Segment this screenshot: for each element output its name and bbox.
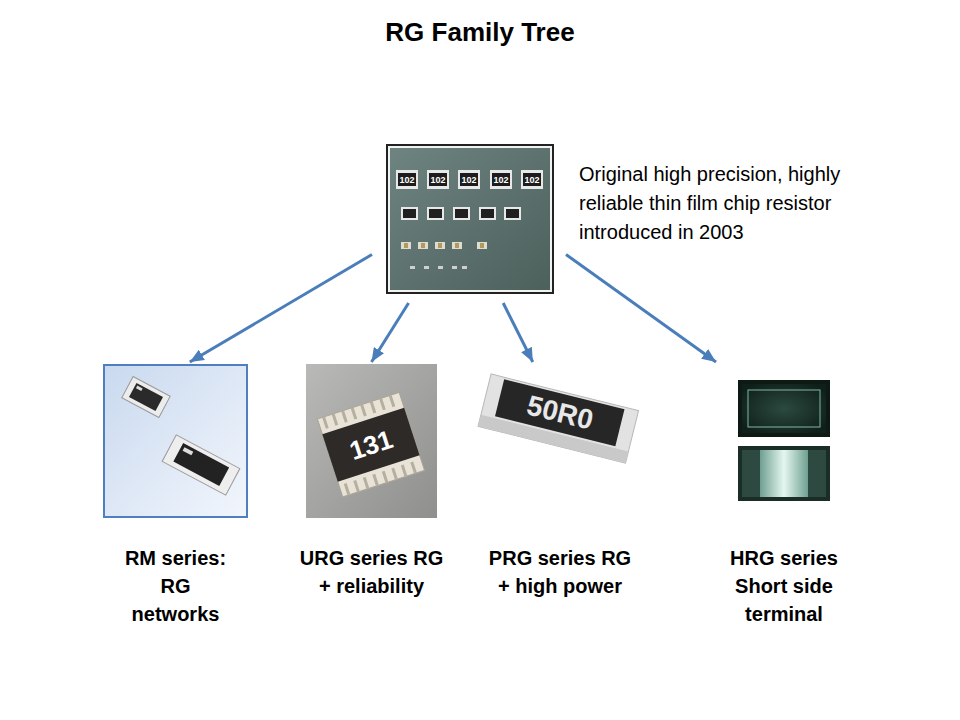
series-box: RM series: RG networks <box>104 365 247 517</box>
chip-marking: 50R0 <box>524 391 596 434</box>
description-text: Original high precision, highly reliable… <box>579 160 879 247</box>
chip-marking: 131 <box>346 426 395 464</box>
diagram-title: RG Family Tree <box>0 15 960 49</box>
chip-marking: 102 <box>399 175 414 184</box>
parent-resistor: Original high precision, highly reliable… <box>387 145 553 293</box>
series-box: HRG series Short side terminal <box>738 380 830 501</box>
connector-arrow <box>190 255 372 362</box>
series-label: HRG series Short side terminal <box>726 544 842 628</box>
rg-chip-photo <box>387 145 553 293</box>
series-label: PRG series RG + high power <box>485 544 635 600</box>
rm-network-photo <box>104 365 247 517</box>
series-label: RM series: RG networks <box>120 544 232 628</box>
connector-arrow <box>566 255 716 362</box>
connector-arrow <box>503 303 533 362</box>
series-label: URG series RG + reliability <box>297 544 447 600</box>
urg-chip-photo <box>306 364 437 518</box>
chip-marking: 102 <box>493 175 508 184</box>
connector-arrow <box>372 303 409 362</box>
prg-chip-photo <box>478 374 639 463</box>
chip-marking: 102 <box>430 175 445 184</box>
hrg-chip-photo <box>738 380 830 501</box>
chip-marking: 102 <box>524 175 539 184</box>
chip-marking: 102 <box>461 175 476 184</box>
